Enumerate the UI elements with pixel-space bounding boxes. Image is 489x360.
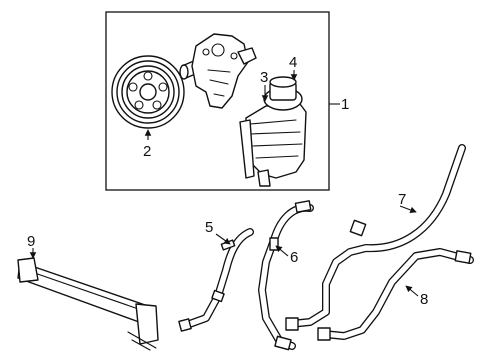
pump-assembly-box	[105, 11, 330, 191]
callout-1: 1	[341, 96, 349, 113]
power-steering-pump[interactable]	[179, 33, 257, 109]
callout-6: 6	[290, 249, 298, 266]
callout-8: 8	[420, 291, 428, 308]
leader-5	[215, 233, 231, 245]
callout-5: 5	[205, 219, 213, 236]
return-line-8[interactable]	[317, 248, 474, 341]
leader-7	[399, 205, 417, 214]
leader-6	[275, 245, 289, 257]
oil-cooler-9[interactable]	[17, 257, 159, 351]
leader-8	[405, 285, 419, 297]
power-steering-reservoir[interactable]	[239, 76, 307, 187]
callout-3: 3	[260, 69, 268, 86]
callout-7: 7	[398, 191, 406, 208]
return-hose-6[interactable]	[258, 200, 314, 351]
pulley[interactable]	[111, 55, 185, 129]
callout-2: 2	[143, 143, 151, 160]
callout-9: 9	[27, 233, 35, 250]
pressure-line-7[interactable]	[285, 144, 466, 331]
callout-4: 4	[289, 54, 297, 71]
pressure-hose-5[interactable]	[178, 228, 254, 332]
